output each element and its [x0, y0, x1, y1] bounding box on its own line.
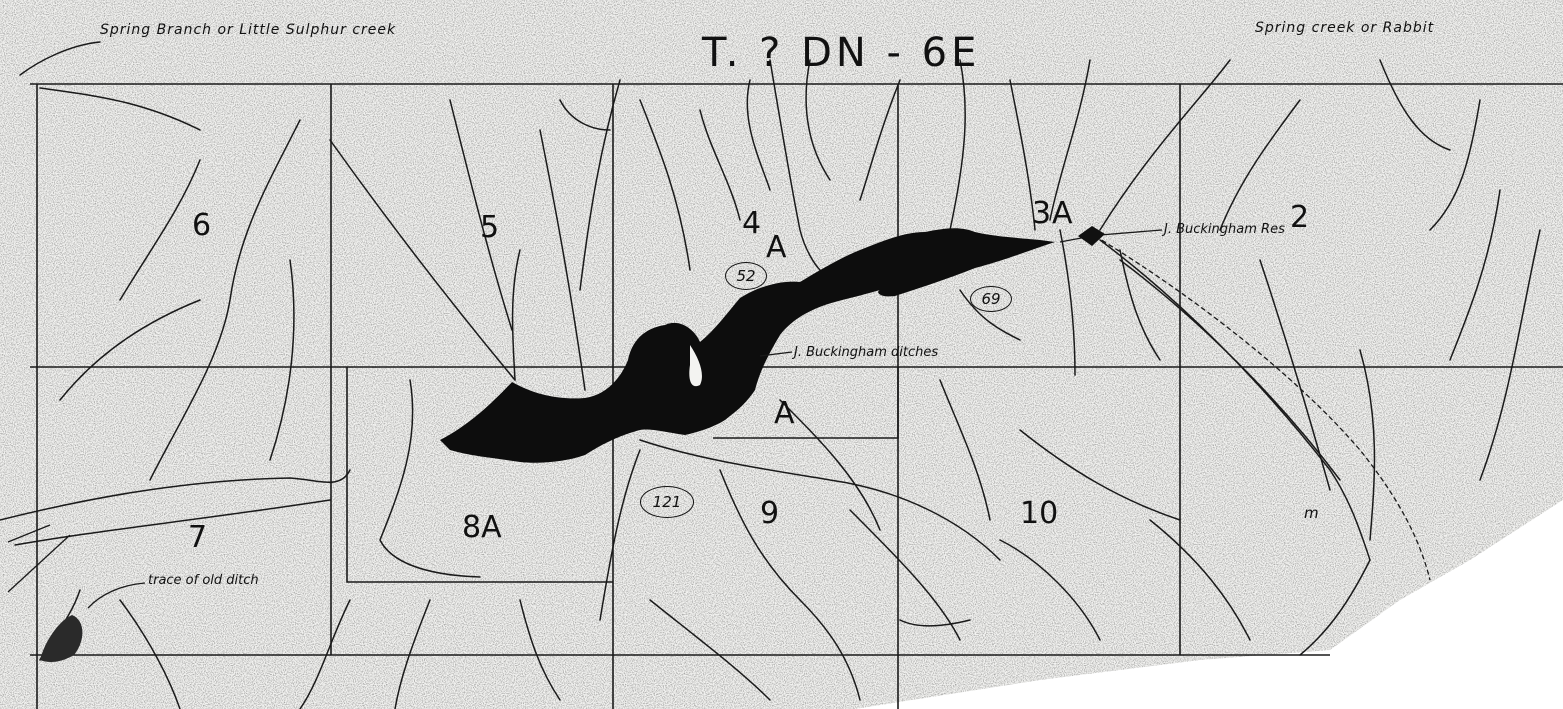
- section-number-2: 2: [1290, 200, 1310, 235]
- ditches-label: J. Buckingham ditches: [794, 345, 939, 360]
- section-number-6: 6: [192, 208, 212, 243]
- mark-label: m: [1304, 504, 1319, 522]
- section-number-3: 3: [1032, 196, 1052, 231]
- circled-value-52: 52: [725, 262, 767, 290]
- section-number-9: 9: [760, 496, 780, 531]
- streams: [0, 41, 1541, 709]
- area-mark-9: A: [774, 396, 795, 431]
- area-mark-8: 8A: [462, 510, 502, 545]
- area-mark-3: A: [1052, 196, 1073, 231]
- reservoir-label: J. Buckingham Res: [1164, 222, 1285, 237]
- circled-value-121: 121: [640, 486, 694, 518]
- section-number-5: 5: [480, 210, 500, 245]
- township-title: T. ? DN - 6E: [702, 30, 981, 76]
- torn-corner: [855, 500, 1563, 709]
- reservoir-area: [440, 228, 1055, 463]
- reservoir-dam-marker: [1078, 226, 1105, 246]
- old-pond: [40, 615, 83, 663]
- section-number-10: 10: [1020, 496, 1059, 531]
- section-number-4: 4: [742, 206, 762, 241]
- creek-label-right: Spring creek or Rabbit: [1255, 20, 1435, 36]
- section-grid: [30, 83, 1563, 709]
- creek-label-left: Spring Branch or Little Sulphur creek: [100, 22, 397, 38]
- old-ditch-label: trace of old ditch: [148, 573, 259, 588]
- section-number-7: 7: [188, 520, 208, 555]
- reservoir-island: [689, 345, 702, 387]
- circled-value-69: 69: [970, 286, 1012, 312]
- area-mark-4: A: [766, 230, 787, 265]
